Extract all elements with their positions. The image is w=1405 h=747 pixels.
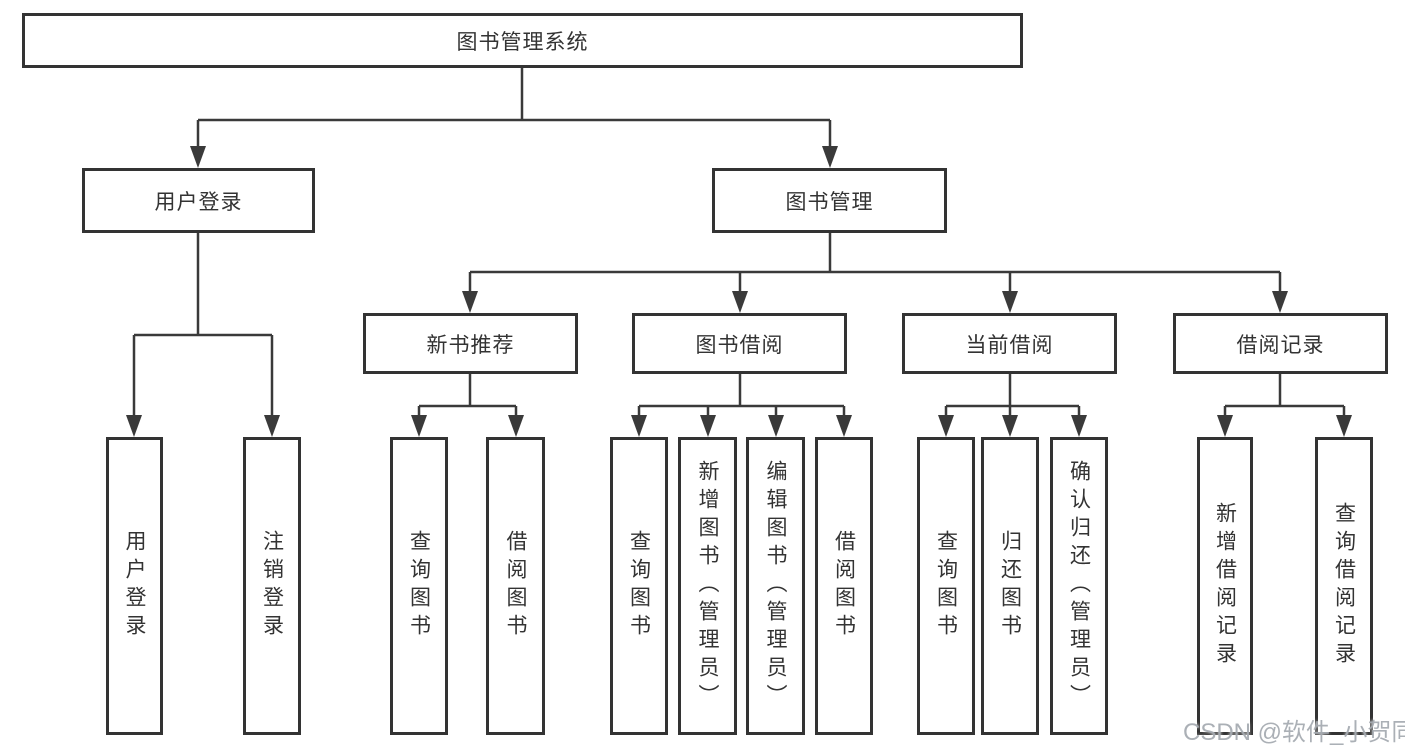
- leaf-cb-query-books: 查询图书: [917, 437, 975, 735]
- leaf-br-query-record-label: 查询借阅记录: [1332, 502, 1356, 670]
- node-new-book-recommendation: 新书推荐: [363, 313, 578, 374]
- node-book-borrowing: 图书借阅: [632, 313, 847, 374]
- leaf-bb-add-books-admin-label: 新增图书（管理员）: [696, 460, 719, 712]
- leaf-nbr-query-books: 查询图书: [390, 437, 448, 735]
- node-borrowing-records: 借阅记录: [1173, 313, 1388, 374]
- leaf-br-add-record: 新增借阅记录: [1197, 437, 1253, 735]
- leaf-nbr-borrow-books-label: 借阅图书: [504, 530, 527, 642]
- csdn-watermark: CSDN @软件_小贺同学: [1183, 719, 1405, 746]
- leaf-logout: 注销登录: [243, 437, 301, 735]
- leaf-bb-edit-books-admin: 编辑图书（管理员）: [746, 437, 805, 735]
- leaf-cb-confirm-return-admin-label: 确认归还（管理员）: [1067, 460, 1091, 712]
- leaf-bb-edit-books-admin-label: 编辑图书（管理员）: [764, 460, 787, 712]
- leaf-bb-query-books: 查询图书: [610, 437, 668, 735]
- leaf-bb-borrow-books: 借阅图书: [815, 437, 873, 735]
- leaf-nbr-borrow-books: 借阅图书: [486, 437, 545, 735]
- node-user-login: 用户登录: [82, 168, 315, 233]
- node-current-borrowing: 当前借阅: [902, 313, 1117, 374]
- leaf-nbr-query-books-label: 查询图书: [407, 530, 431, 642]
- node-book-management: 图书管理: [712, 168, 947, 233]
- leaf-cb-confirm-return-admin: 确认归还（管理员）: [1050, 437, 1108, 735]
- leaf-cb-return-books: 归还图书: [981, 437, 1039, 735]
- leaf-bb-add-books-admin: 新增图书（管理员）: [678, 437, 737, 735]
- leaf-bb-borrow-books-label: 借阅图书: [832, 530, 856, 642]
- leaf-user-login: 用户登录: [106, 437, 163, 735]
- node-library-system: 图书管理系统: [22, 13, 1023, 68]
- leaf-cb-return-books-label: 归还图书: [998, 530, 1022, 642]
- leaf-user-login-label: 用户登录: [123, 530, 146, 642]
- leaf-bb-query-books-label: 查询图书: [627, 530, 651, 642]
- leaf-br-add-record-label: 新增借阅记录: [1213, 502, 1237, 670]
- leaf-br-query-record: 查询借阅记录: [1315, 437, 1373, 735]
- leaf-cb-query-books-label: 查询图书: [934, 530, 958, 642]
- leaf-logout-label: 注销登录: [260, 530, 284, 642]
